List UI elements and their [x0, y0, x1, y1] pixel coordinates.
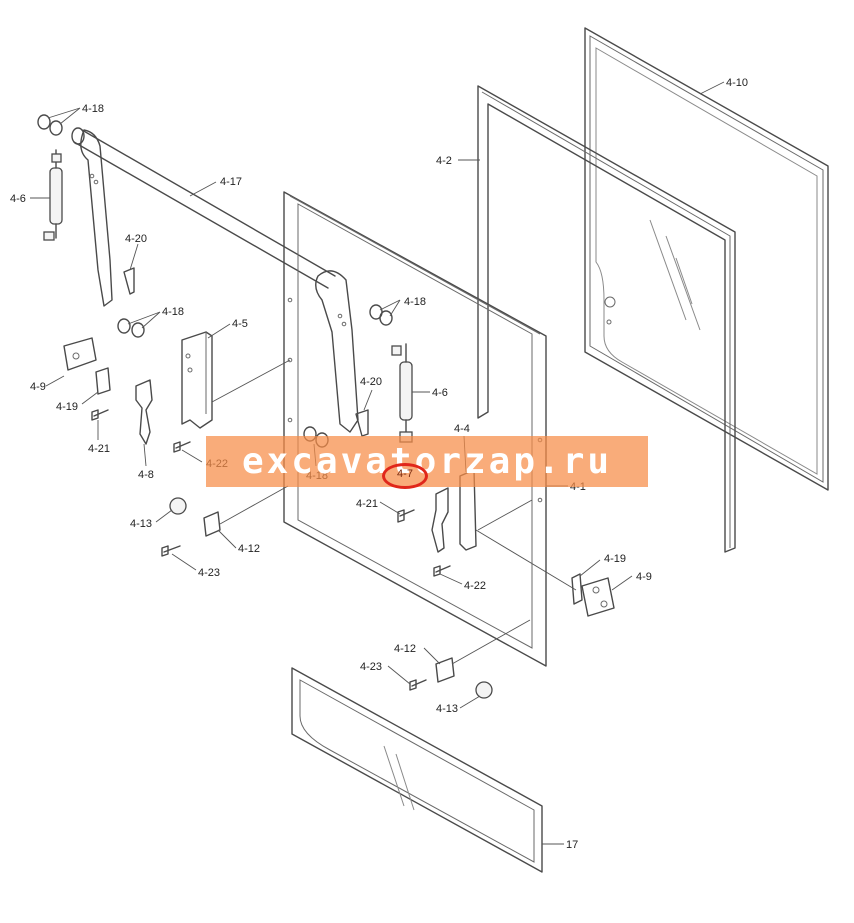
bumper-4-19-left — [95, 367, 111, 395]
label-4-9-a: 4-9 — [30, 381, 46, 393]
label-4-18-b: 4-18 — [404, 296, 426, 308]
right-hinge-arm — [315, 270, 359, 433]
glass-panel-4-10 — [584, 27, 829, 491]
left-hinge-arm — [80, 129, 113, 307]
label-4-5: 4-5 — [232, 318, 248, 330]
stoppers-4-13 — [169, 497, 493, 699]
label-4-17: 4-17 — [220, 176, 242, 188]
label-4-4: 4-4 — [454, 423, 470, 435]
gas-strut-4-6-right — [391, 343, 413, 443]
highlight-ring-4-7 — [382, 463, 428, 489]
label-4-2: 4-2 — [436, 155, 452, 167]
label-4-13-b: 4-13 — [436, 703, 458, 715]
label-4-6-a: 4-6 — [10, 193, 26, 205]
gas-strut-4-6-left — [43, 149, 63, 241]
label-4-23-a: 4-23 — [198, 567, 220, 579]
striker-plate-4-9-left — [63, 337, 97, 371]
label-4-19-b: 4-19 — [604, 553, 626, 565]
striker-plate-4-9-right — [581, 577, 615, 617]
label-4-19-a: 4-19 — [56, 401, 78, 413]
label-4-21-a: 4-21 — [88, 443, 110, 455]
label-4-18-c: 4-18 — [162, 306, 184, 318]
bumper-4-19-right — [571, 573, 583, 605]
lower-glass-17 — [291, 667, 543, 873]
label-4-20-a: 4-20 — [125, 233, 147, 245]
clips-4-20 — [123, 267, 369, 437]
label-4-22-b: 4-22 — [464, 580, 486, 592]
part-labels: 4-18 4-6 4-17 4-2 4-10 4-20 4-18 4-5 4-1… — [10, 77, 748, 851]
label-17: 17 — [566, 839, 578, 851]
brackets-4-12 — [203, 511, 455, 683]
label-4-8: 4-8 — [138, 469, 154, 481]
latch-4-8 — [135, 379, 153, 445]
label-4-9-b: 4-9 — [636, 571, 652, 583]
label-4-10: 4-10 — [726, 77, 748, 89]
label-4-7: 4-7 — [397, 468, 413, 480]
label-4-12-b: 4-12 — [394, 643, 416, 655]
label-4-6-b: 4-6 — [432, 387, 448, 399]
label-4-18-a: 4-18 — [82, 103, 104, 115]
label-4-23-b: 4-23 — [360, 661, 382, 673]
door-frame-4-1 — [283, 191, 547, 667]
label-4-21-b: 4-21 — [356, 498, 378, 510]
weather-strip-4-2 — [477, 85, 736, 553]
label-4-12-a: 4-12 — [238, 543, 260, 555]
label-4-20-b: 4-20 — [360, 376, 382, 388]
latch-bracket-4-5 — [181, 331, 213, 429]
leader-lines — [30, 81, 725, 845]
label-4-13-a: 4-13 — [130, 518, 152, 530]
upper-rod-4-17 — [71, 127, 336, 289]
